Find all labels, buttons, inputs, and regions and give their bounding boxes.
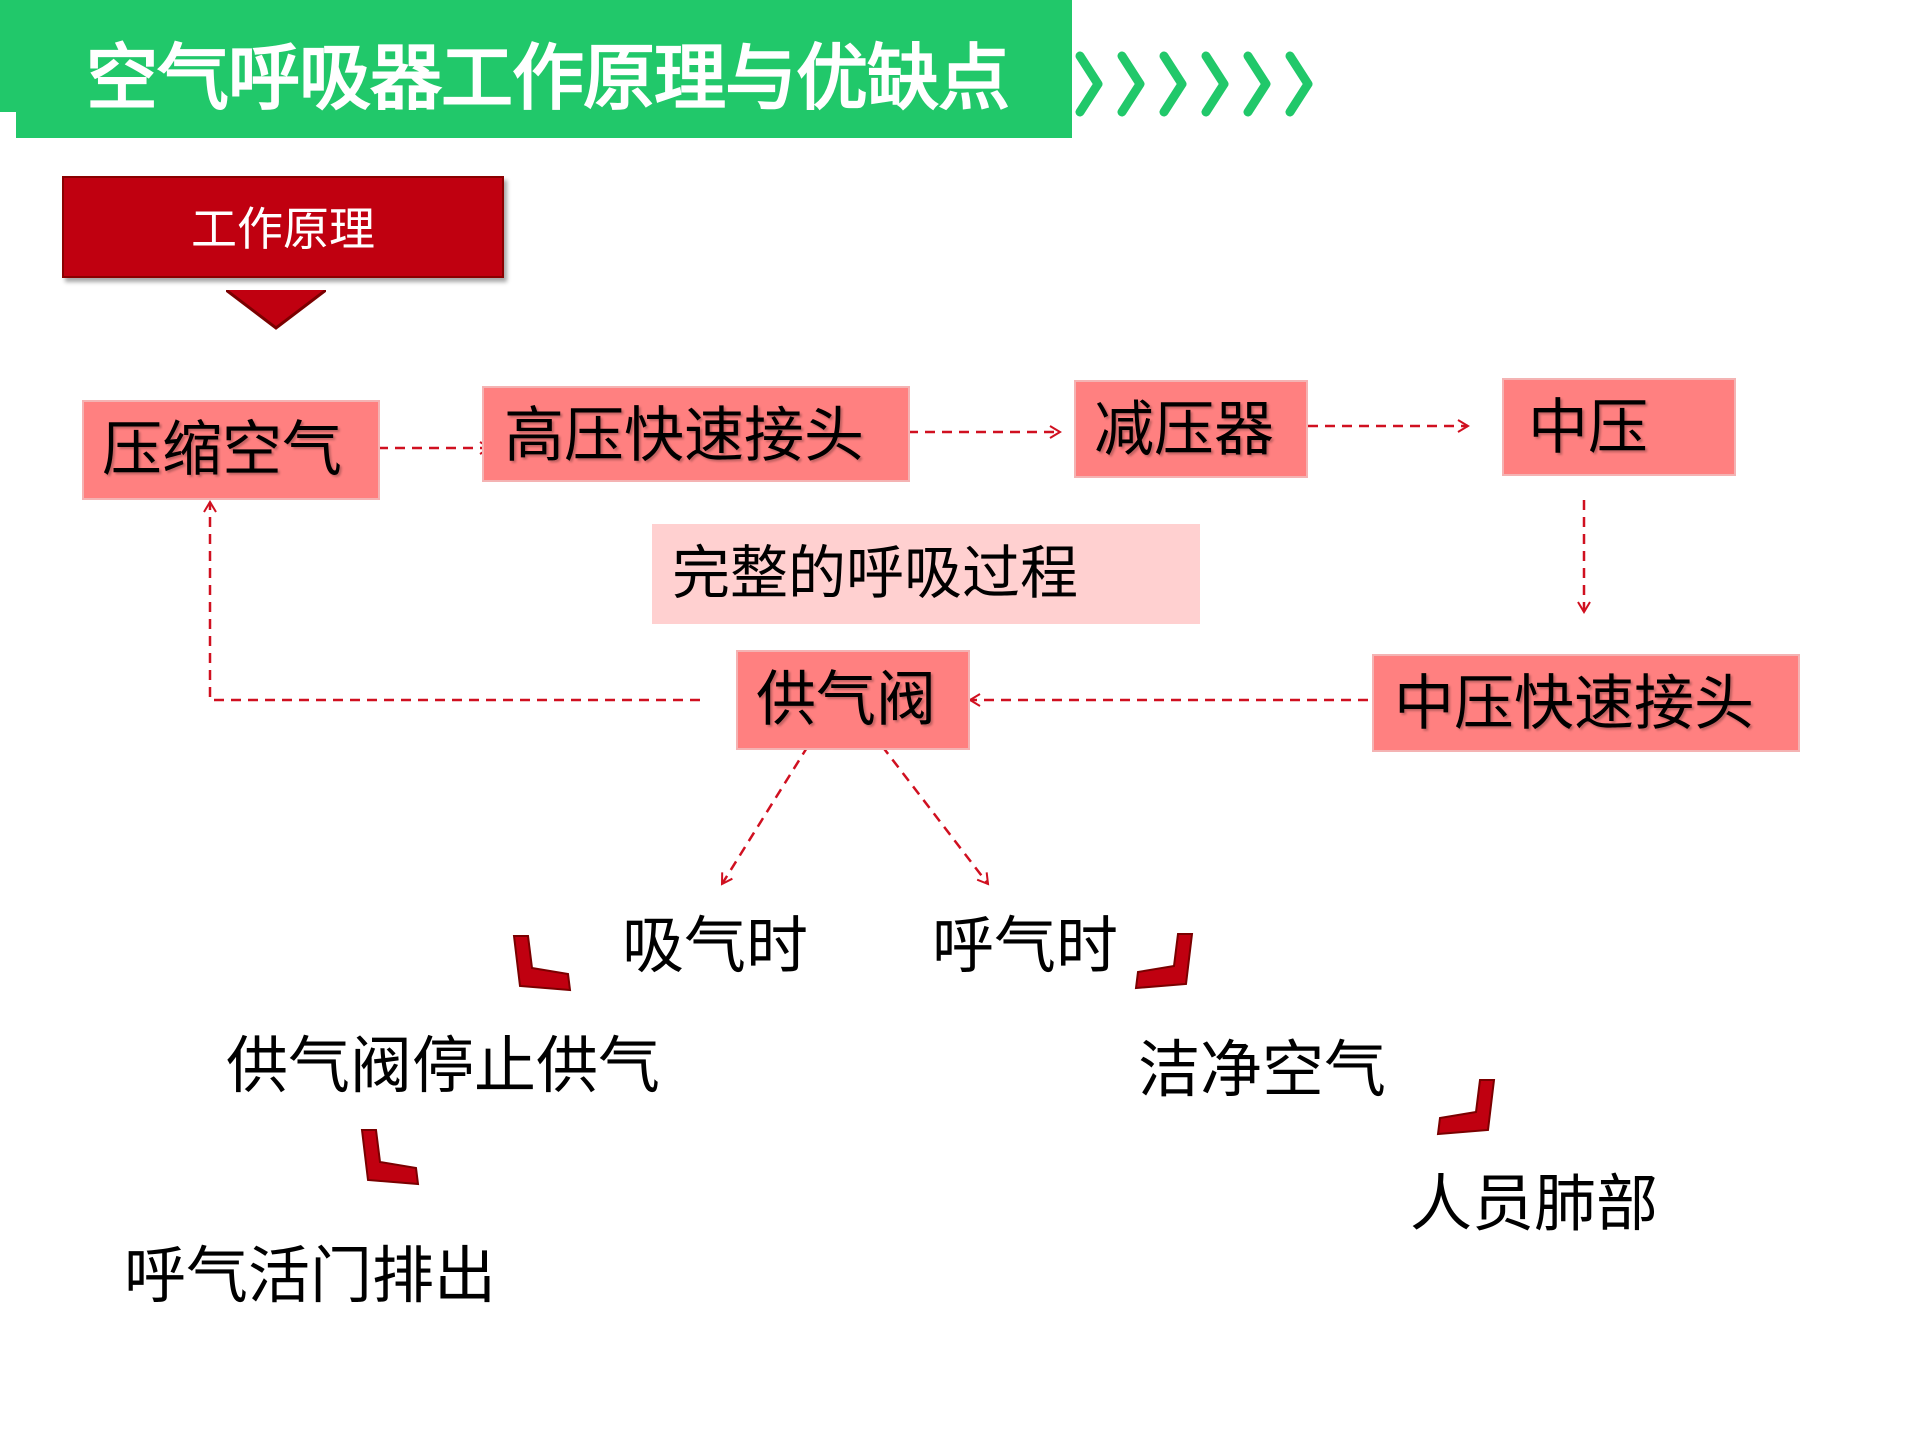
bend-arrow-icon	[1134, 933, 1194, 990]
arrow-valve-to-compressed	[203, 500, 700, 702]
header-notch	[0, 112, 16, 138]
section-tab: 工作原理	[62, 176, 504, 278]
bend-arrow-icon	[360, 1129, 420, 1186]
page-title: 空气呼吸器工作原理与优缺点	[86, 36, 1010, 120]
chevron-decoration-icon	[1075, 51, 1313, 117]
inhale-step-2: 呼气活门排出	[124, 1239, 497, 1312]
down-pointer-icon	[226, 290, 326, 330]
node-compressed-air: 压缩空气	[82, 400, 380, 500]
inhale-label: 吸气时	[622, 909, 809, 982]
node-supply-valve: 供气阀	[736, 650, 970, 750]
node-medium-pressure: 中压	[1502, 378, 1736, 476]
node-high-pressure-coupler: 高压快速接头	[482, 386, 910, 482]
bend-arrow-icon	[1436, 1079, 1496, 1136]
exhale-step-1: 洁净空气	[1138, 1033, 1387, 1106]
cycle-label: 完整的呼吸过程	[652, 524, 1200, 624]
arrow-valve-to-exhale	[881, 745, 990, 886]
node-medium-pressure-coupler: 中压快速接头	[1372, 654, 1800, 752]
node-reducer: 减压器	[1074, 380, 1308, 478]
arrow-valve-to-inhale	[720, 745, 810, 886]
exhale-label: 呼气时	[932, 909, 1119, 982]
header-bar	[0, 0, 1072, 138]
inhale-step-1: 供气阀停止供气	[226, 1029, 661, 1102]
bend-arrow-icon	[512, 935, 572, 992]
exhale-step-2: 人员肺部	[1410, 1167, 1659, 1240]
